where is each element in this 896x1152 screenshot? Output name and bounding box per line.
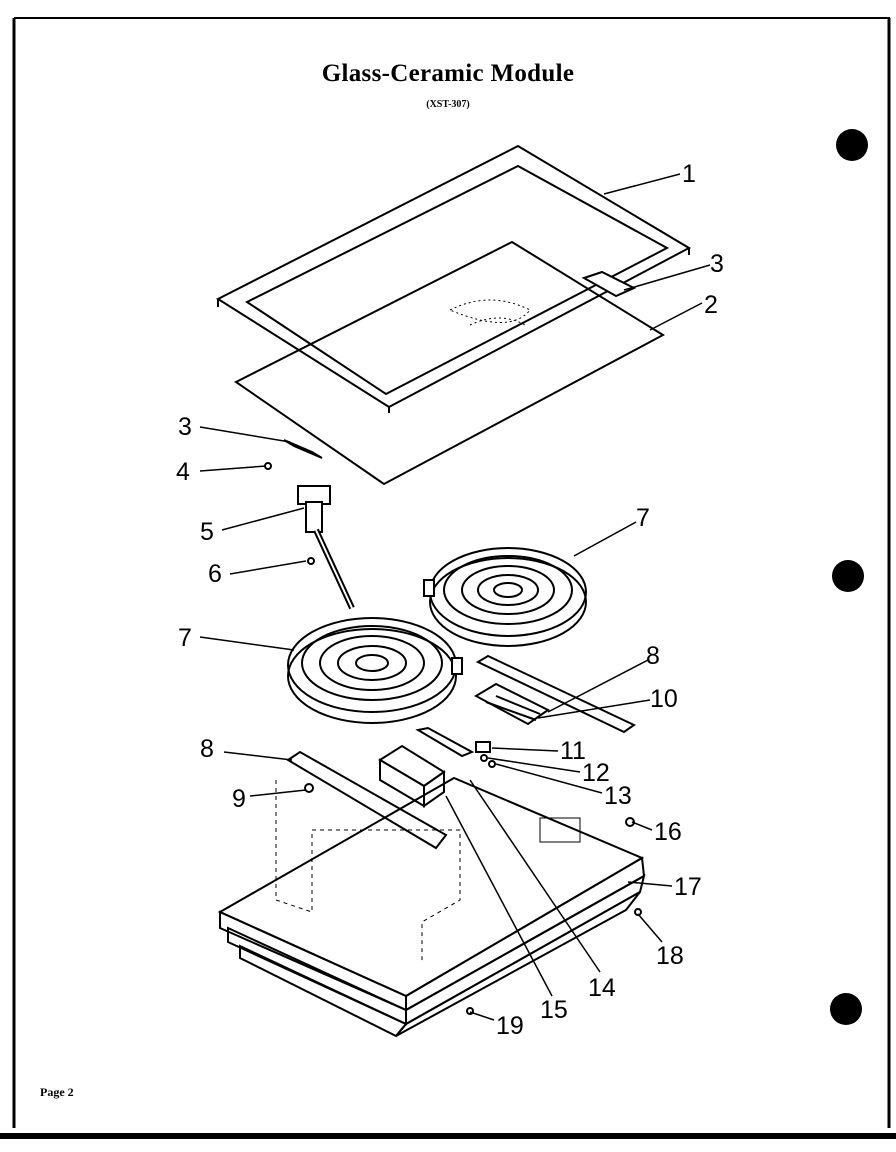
callout-7: 7	[636, 504, 650, 532]
callout-1: 1	[682, 160, 696, 188]
callout-3: 3	[178, 413, 192, 441]
callout-18: 18	[656, 942, 684, 970]
callout-7: 7	[178, 624, 192, 652]
callout-19: 19	[496, 1012, 524, 1040]
part-2-glass-top	[234, 240, 666, 486]
callout-13: 13	[604, 782, 632, 810]
callout-16: 16	[654, 818, 682, 846]
callout-numbers: 1 3 2 3 4 5 6 7 7 8 10 8 9 11 12 13 16 1…	[176, 160, 724, 1040]
part-3-clip	[283, 270, 637, 459]
callout-9: 9	[232, 785, 246, 813]
page-number: Page 2	[40, 1085, 74, 1099]
part-1-trim-frame	[215, 144, 692, 413]
punch-hole-icon	[832, 560, 864, 592]
part-8-bracket	[286, 654, 636, 850]
callout-17: 17	[674, 873, 702, 901]
part-15-box	[378, 744, 446, 808]
part-14-bracket	[415, 726, 475, 758]
callout-6: 6	[208, 560, 222, 588]
callout-8: 8	[646, 642, 660, 670]
callout-12: 12	[582, 759, 610, 787]
callout-8: 8	[200, 735, 214, 763]
part-9-nut	[304, 783, 314, 793]
callout-10: 10	[650, 685, 678, 713]
leader-lines	[199, 173, 711, 1021]
punch-hole-icon	[836, 129, 868, 161]
punch-hole-icon	[830, 993, 862, 1025]
part-12-13-hardware	[480, 754, 496, 768]
callout-11: 11	[560, 737, 586, 765]
callout-14: 14	[588, 974, 616, 1002]
callout-15: 15	[540, 996, 568, 1024]
part-6-nut	[307, 557, 315, 565]
callout-3: 3	[710, 250, 724, 278]
part-7-burner-right	[423, 547, 587, 647]
model-number: (XST-307)	[426, 99, 470, 110]
part-10-terminal-block	[473, 682, 550, 726]
page-border	[0, 17, 896, 1139]
part-5-limiter	[297, 485, 355, 610]
part-17-pan	[217, 776, 646, 1038]
callout-2: 2	[704, 291, 718, 319]
page-title: Glass-Ceramic Module	[321, 60, 575, 87]
part-11-switch	[475, 741, 491, 753]
callout-4: 4	[176, 458, 190, 486]
part-7-burner-left	[287, 617, 463, 724]
callout-5: 5	[200, 518, 214, 546]
